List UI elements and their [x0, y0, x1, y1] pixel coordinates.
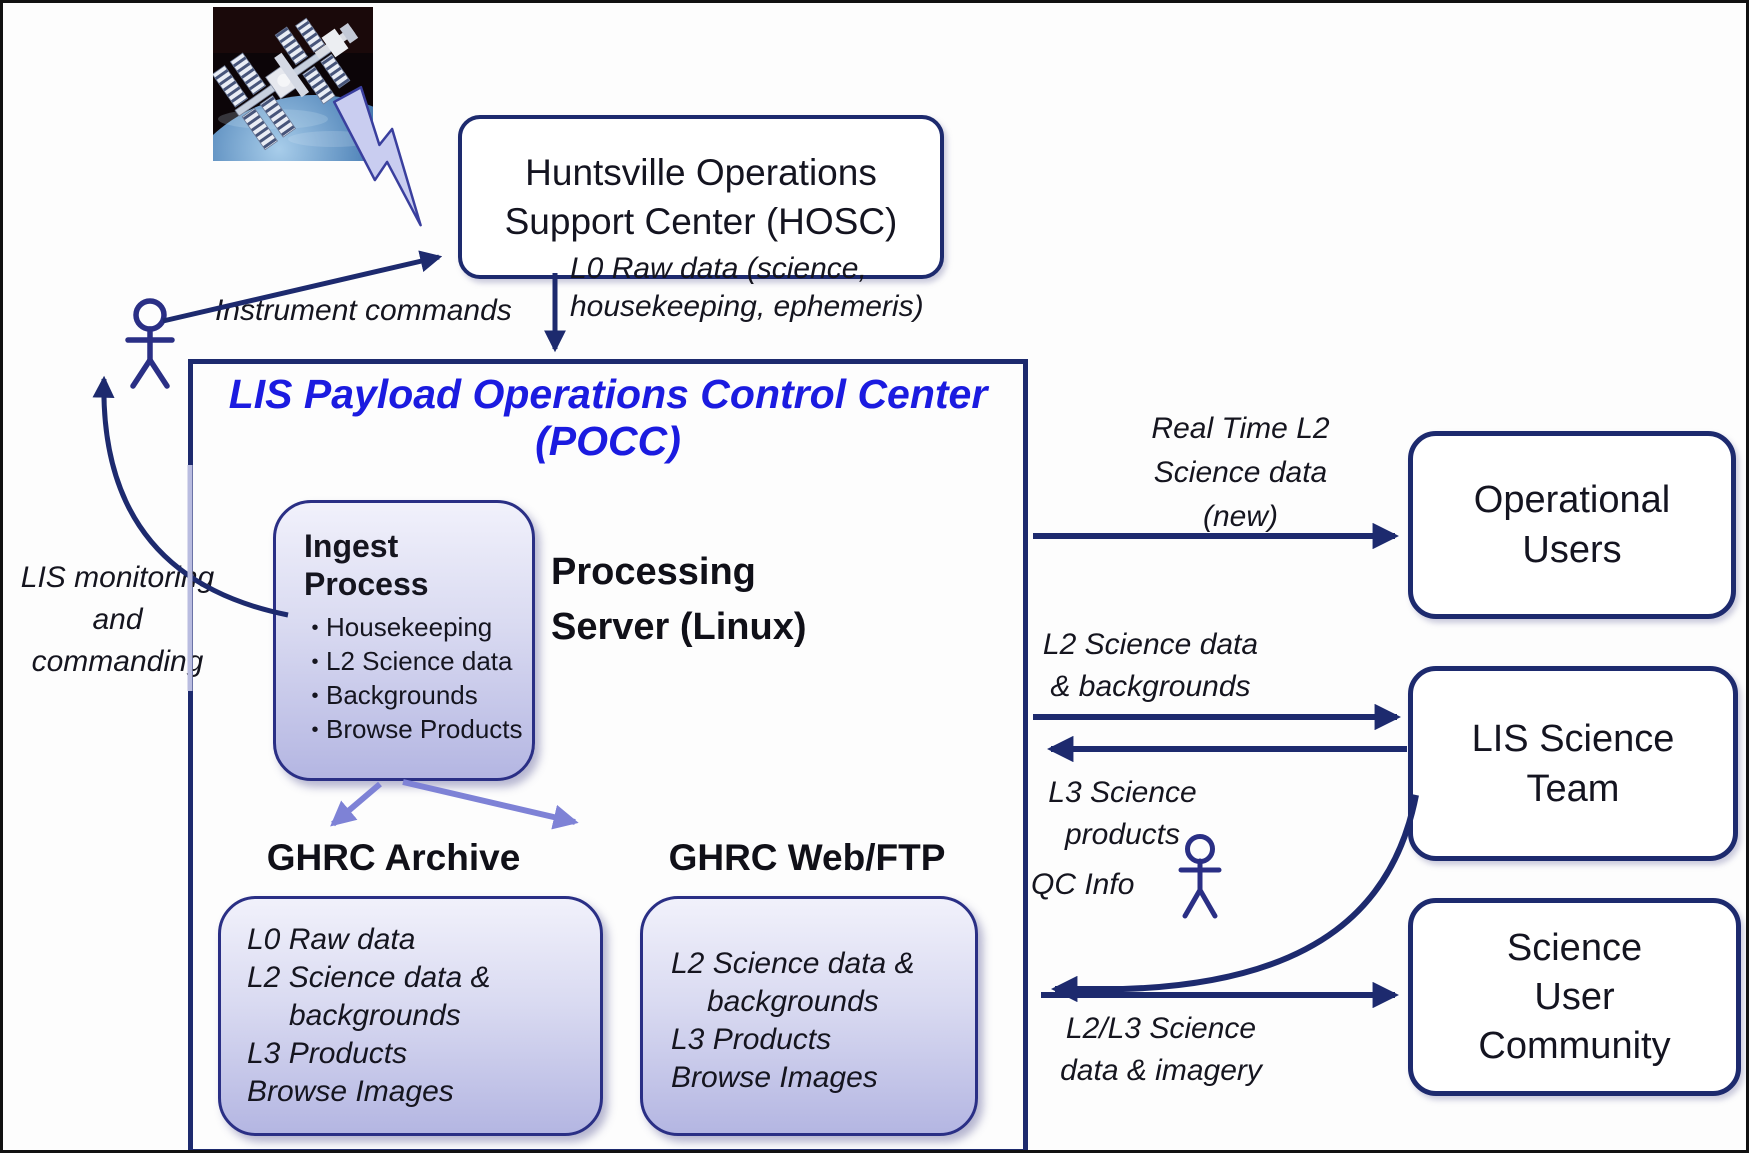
operational-users-box: Operational Users [1408, 431, 1736, 619]
ghrc-webftp-box: L2 Science data & backgrounds L3 Product… [640, 896, 978, 1136]
l0-raw-data-label-line1: L0 Raw data (science, [570, 252, 867, 285]
l2l3-science-label-line2: data & imagery [1060, 1054, 1262, 1087]
ghrc-archive-line: L2 Science data & [247, 961, 491, 994]
l2l3-science-label-line1: L2/L3 Science [1065, 1012, 1257, 1045]
l2-science-data-label-line1: L2 Science data [1042, 628, 1259, 661]
lis-science-team-line1: LIS Science [1471, 717, 1675, 760]
l3-science-products-label-line1: L3 Science [1048, 776, 1197, 809]
operational-users-line2: Users [1522, 529, 1622, 571]
ghrc-archive-heading: GHRC Archive [266, 837, 521, 878]
lis-monitoring-label-line3: commanding [31, 645, 204, 678]
processing-server-label-line2: Server (Linux) [551, 606, 807, 648]
real-time-l2-label-line1: Real Time L2 [1151, 412, 1330, 445]
bullet-dot-icon: • [311, 719, 319, 741]
ingest-title-line2: Process [304, 566, 429, 602]
lis-monitoring-label-line2: and [92, 603, 143, 636]
science-user-community-box: Science User Community [1408, 898, 1741, 1096]
ghrc-archive-line: L3 Products [247, 1037, 408, 1070]
real-time-l2-label-line2: Science data [1153, 456, 1328, 489]
iss-module-cluster [314, 23, 359, 59]
l0-raw-data-label-line2: housekeeping, ephemeris) [570, 290, 924, 323]
lis-monitoring-label-line1: LIS monitoring [20, 561, 215, 594]
hosc-box: Huntsville Operations Support Center (HO… [458, 115, 944, 279]
pocc-title-line2: (POCC) [535, 418, 681, 464]
ingest-bullet: •Housekeeping [304, 611, 532, 645]
ingest-title-line1: Ingest [304, 528, 399, 564]
science-user-community-line2: User [1534, 975, 1615, 1018]
ingest-bullet: •Browse Products [304, 713, 532, 747]
hosc-label-line2: Support Center (HOSC) [504, 201, 898, 242]
ghrc-archive-box: L0 Raw data L2 Science data & background… [218, 896, 603, 1136]
ghrc-archive-line: L0 Raw data [247, 923, 416, 956]
ghrc-archive-line: backgrounds [289, 999, 461, 1032]
pocc-title-line1: LIS Payload Operations Control Center [228, 371, 988, 417]
ghrc-webftp-line: Browse Images [671, 1061, 878, 1094]
lis-science-team-line2: Team [1526, 767, 1620, 810]
hosc-label-line1: Huntsville Operations [525, 152, 877, 193]
lis-science-team-box: LIS Science Team [1408, 666, 1738, 861]
l2-science-data-label-line2: & backgrounds [1050, 670, 1251, 703]
instrument-commands-label: Instrument commands [215, 294, 512, 327]
ingest-process-box: Ingest Process •Housekeeping •L2 Science… [273, 500, 535, 781]
ghrc-webftp-heading: GHRC Web/FTP [668, 837, 946, 878]
operational-users-line1: Operational [1473, 479, 1671, 521]
real-time-l2-label-line3: (new) [1202, 500, 1278, 533]
pocc-box [188, 359, 1028, 1150]
ghrc-webftp-line: backgrounds [707, 985, 879, 1018]
processing-server-label-line1: Processing [551, 551, 756, 593]
science-user-community-line3: Community [1478, 1024, 1671, 1067]
qc-info-label: QC Info [1031, 868, 1135, 901]
bullet-dot-icon: • [311, 617, 319, 639]
science-user-community-line1: Science [1506, 926, 1643, 969]
ingest-bullet: •L2 Science data [304, 645, 532, 679]
iss-photo-art [165, 7, 465, 395]
ingest-bullet: •Backgrounds [304, 679, 532, 713]
bullet-dot-icon: • [311, 651, 319, 673]
ghrc-webftp-line: L3 Products [671, 1023, 832, 1056]
ghrc-webftp-line: L2 Science data & [671, 947, 915, 980]
iss-photo [165, 7, 465, 395]
l3-science-products-label-line2: products [1064, 818, 1181, 851]
bullet-dot-icon: • [311, 685, 319, 707]
operator-actor-icon [125, 298, 175, 389]
ghrc-archive-line: Browse Images [247, 1075, 454, 1108]
